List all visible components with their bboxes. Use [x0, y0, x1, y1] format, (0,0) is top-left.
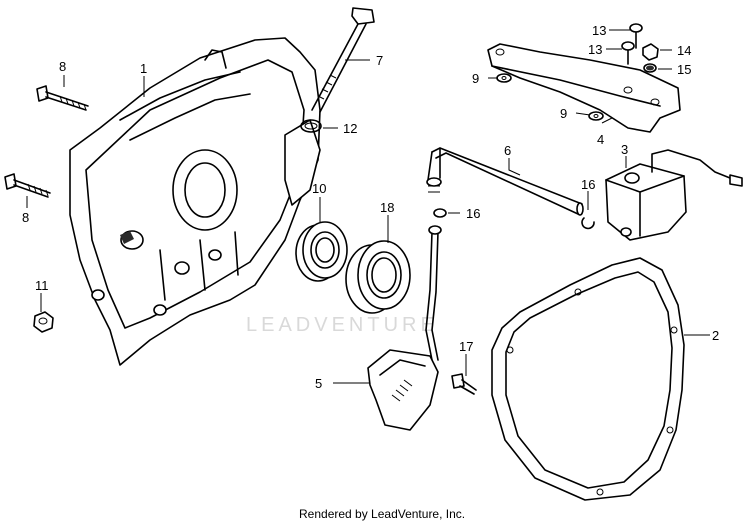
flange-bolt-part[interactable] — [4, 173, 51, 198]
footer-credit: Rendered by LeadVenture, Inc. — [299, 507, 465, 521]
callout-part-6: 6 — [504, 143, 511, 158]
callout-part-5: 5 — [315, 376, 322, 391]
callout-part-4: 4 — [597, 132, 604, 147]
callout-part-13-upper: 13 — [592, 23, 606, 38]
callout-part-13-lower: 13 — [588, 42, 602, 57]
special-nut-part[interactable] — [642, 43, 659, 61]
callout-part-2: 2 — [712, 328, 719, 343]
screw-part[interactable] — [629, 23, 643, 49]
tube-clip-part[interactable] — [581, 217, 595, 230]
callout-part-16-left: 16 — [466, 206, 480, 221]
callout-part-9-upper: 9 — [472, 71, 479, 86]
callout-part-18: 18 — [380, 200, 394, 215]
ball-bearing-part[interactable] — [295, 221, 348, 282]
callout-part-10: 10 — [312, 181, 326, 196]
control-bracket-part[interactable] — [487, 43, 681, 133]
oil-level-gauge-part[interactable] — [311, 7, 375, 113]
leader-lines — [26, 29, 710, 384]
oil-seal-part[interactable] — [345, 240, 411, 314]
screw-part[interactable] — [621, 41, 635, 65]
flange-bolt-part[interactable] — [36, 85, 89, 111]
crankcase-cover-part[interactable] — [69, 37, 321, 366]
callout-part-8-lower: 8 — [22, 210, 29, 225]
hex-nut-part[interactable] — [33, 311, 54, 333]
tube-clip-part[interactable] — [433, 208, 447, 218]
callout-part-14: 14 — [677, 43, 691, 58]
callout-part-16-right: 16 — [581, 177, 595, 192]
breather-tube-part[interactable] — [426, 147, 584, 216]
oil-level-sensor-part[interactable] — [367, 225, 442, 431]
callout-part-9-lower: 9 — [560, 106, 567, 121]
washer-part[interactable] — [588, 111, 604, 121]
callout-part-3: 3 — [621, 142, 628, 157]
callout-labels: 1 2 3 4 5 6 7 8 8 9 9 10 11 12 13 13 14 … — [22, 23, 719, 391]
o-ring-part[interactable] — [300, 119, 322, 133]
gasket-part[interactable] — [491, 257, 685, 501]
washer-part[interactable] — [496, 73, 512, 83]
callout-part-11: 11 — [35, 278, 49, 293]
callout-part-8-upper: 8 — [59, 59, 66, 74]
spacer-part[interactable] — [643, 63, 657, 73]
callout-part-7: 7 — [376, 53, 383, 68]
callout-part-12: 12 — [343, 121, 357, 136]
drain-bolt-part[interactable] — [451, 373, 477, 395]
callout-part-17: 17 — [459, 339, 473, 354]
oil-alert-unit-part[interactable] — [605, 149, 743, 241]
callout-part-1: 1 — [140, 61, 147, 76]
callout-part-15: 15 — [677, 62, 691, 77]
watermark: LEADVENTURE — [246, 314, 438, 336]
